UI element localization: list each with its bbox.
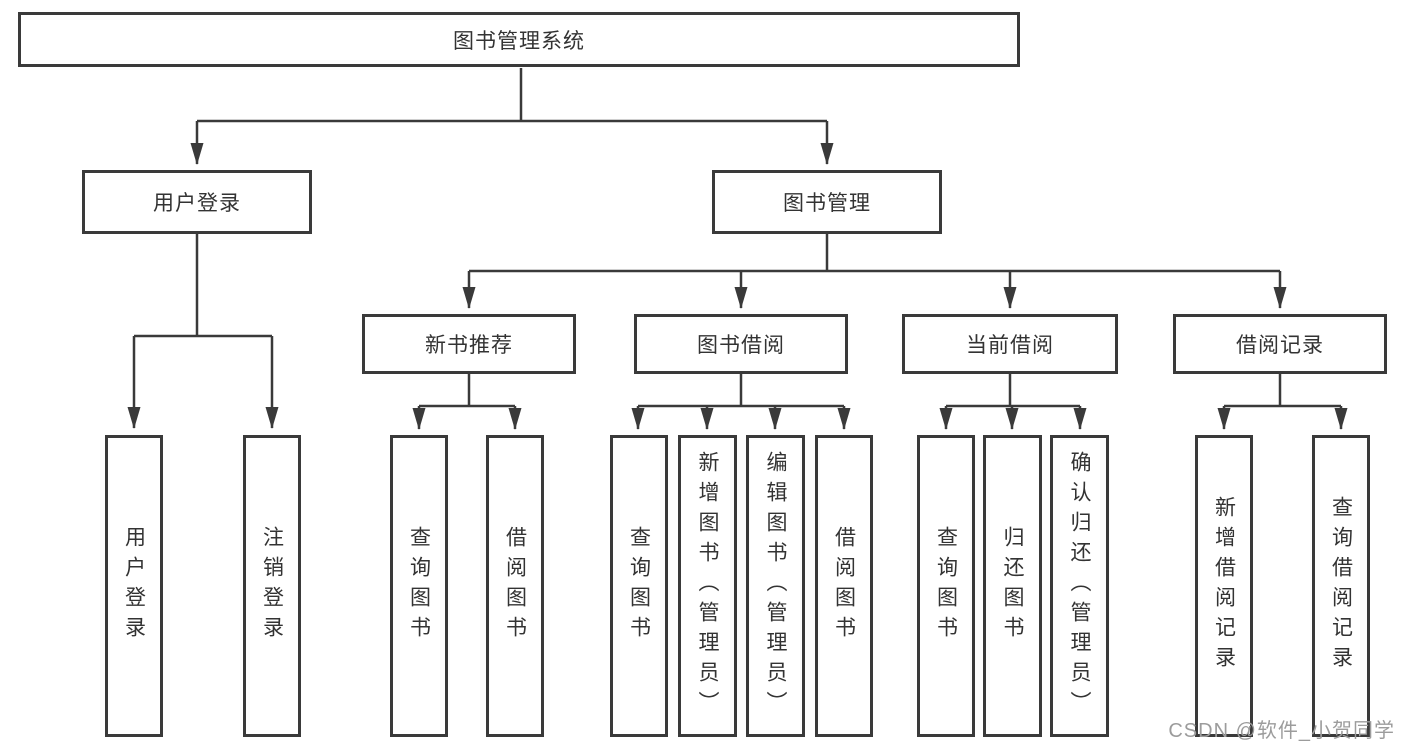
leaf-cb-query-books: 查询图书	[917, 435, 975, 737]
leaf-label: 新增图书（管理员）	[696, 451, 719, 721]
connector-rails	[134, 68, 1341, 408]
leaf-label: 归还图书	[1001, 526, 1024, 646]
leaf-logout: 注销登录	[243, 435, 301, 737]
leaf-cb-return-books: 归还图书	[983, 435, 1042, 737]
leaf-label: 编辑图书（管理员）	[764, 451, 787, 721]
node-book-management: 图书管理	[712, 170, 942, 234]
leaf-label: 查询图书	[934, 526, 958, 646]
leaf-bb-borrow-books: 借阅图书	[815, 435, 873, 737]
leaf-label: 注销登录	[260, 526, 284, 646]
leaf-bb-edit-books-admin: 编辑图书（管理员）	[746, 435, 805, 737]
node-label: 图书借阅	[697, 334, 785, 357]
leaf-cb-confirm-return-admin: 确认归还（管理员）	[1050, 435, 1109, 737]
leaf-br-query-record: 查询借阅记录	[1312, 435, 1370, 737]
leaf-label: 查询借阅记录	[1329, 496, 1353, 676]
node-new-book-recommendation: 新书推荐	[362, 314, 576, 374]
leaf-label: 借阅图书	[832, 526, 856, 646]
node-borrowing-records: 借阅记录	[1173, 314, 1387, 374]
leaf-nbr-query-books: 查询图书	[390, 435, 448, 737]
node-label: 新书推荐	[425, 334, 513, 357]
node-user-login: 用户登录	[82, 170, 312, 234]
node-label: 图书管理系统	[453, 29, 585, 53]
leaf-label: 确认归还（管理员）	[1068, 451, 1091, 721]
leaf-label: 借阅图书	[503, 526, 527, 646]
node-book-borrowing: 图书借阅	[634, 314, 848, 374]
leaf-label: 查询图书	[627, 526, 651, 646]
node-label: 用户登录	[153, 192, 241, 215]
leaf-bb-query-books: 查询图书	[610, 435, 668, 737]
leaf-bb-add-books-admin: 新增图书（管理员）	[678, 435, 737, 737]
node-current-borrowing: 当前借阅	[902, 314, 1118, 374]
leaf-label: 用户登录	[122, 526, 146, 646]
node-label: 当前借阅	[966, 334, 1054, 357]
node-book-management-system: 图书管理系统	[18, 12, 1020, 67]
node-label: 图书管理	[783, 192, 871, 215]
leaf-nbr-borrow-books: 借阅图书	[486, 435, 544, 737]
leaf-label: 新增借阅记录	[1212, 496, 1236, 676]
watermark-csdn: CSDN @软件_小贺同学	[1168, 720, 1395, 742]
node-label: 借阅记录	[1236, 334, 1324, 357]
leaf-br-add-record: 新增借阅记录	[1195, 435, 1253, 737]
leaf-label: 查询图书	[407, 526, 431, 646]
leaf-user-login: 用户登录	[105, 435, 163, 737]
